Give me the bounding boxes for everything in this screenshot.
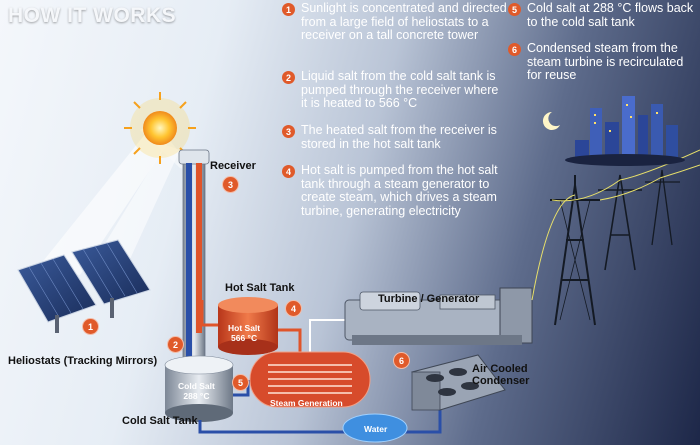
water-label: Water (364, 424, 388, 434)
step-number: 1 (282, 3, 295, 16)
heliostats-label: Heliostats (Tracking Mirrors) (8, 355, 158, 367)
step-text: Liquid salt from the cold salt tank is p… (301, 69, 499, 110)
step-number: 3 (282, 125, 295, 138)
step-3: 3 The heated salt from the receiver is s… (282, 123, 507, 151)
steam-generation-label: Steam Generation (270, 398, 343, 408)
step-2: 2 Liquid salt from the cold salt tank is… (282, 69, 507, 111)
cold-salt-tank-shape (164, 355, 234, 422)
badge-4: 4 (285, 300, 302, 317)
step-number: 4 (282, 165, 295, 178)
pipes (198, 300, 442, 434)
step-1: 1 Sunlight is concentrated and directed … (282, 1, 507, 43)
step-text: Sunlight is concentrated and directed fr… (301, 1, 507, 42)
step-6: 6 Condensed steam from the steam turbine… (508, 41, 698, 83)
city-skyline (565, 96, 685, 166)
cold-salt-tank-label: Cold Salt Tank (122, 415, 198, 427)
hot-salt-tank-shape (218, 297, 278, 355)
step-text: Hot salt is pumped from the hot salt tan… (301, 163, 498, 218)
step-text: Cold salt at 288 °C flows back to the co… (527, 1, 694, 29)
badge-5: 5 (232, 374, 249, 391)
badge-3: 3 (222, 176, 239, 193)
water-tank-shape (342, 413, 408, 443)
step-4: 4 Hot salt is pumped from the hot salt t… (282, 163, 507, 218)
step-number: 2 (282, 71, 295, 84)
step-text: Condensed steam from the steam turbine i… (527, 41, 684, 82)
cold-salt-inner-label: Cold Salt 288 °C (178, 381, 215, 401)
badge-2: 2 (167, 336, 184, 353)
steam-generator-shape (249, 351, 371, 408)
receiver-tower (178, 149, 210, 406)
receiver-label: Receiver (210, 160, 256, 172)
turbine-generator-label: Turbine / Generator (378, 293, 480, 305)
step-text: The heated salt from the receiver is sto… (301, 123, 497, 151)
step-number: 5 (508, 3, 521, 16)
air-cooled-condenser-label: Air Cooled Condenser (472, 363, 530, 387)
hot-salt-inner-label: Hot Salt 566 °C (228, 323, 261, 343)
heliostats (17, 239, 151, 333)
hot-salt-tank-label: Hot Salt Tank (225, 282, 295, 294)
step-number: 6 (508, 43, 521, 56)
moon-icon (542, 111, 560, 130)
page-title: HOW IT WORKS (8, 4, 177, 27)
sun-icon (124, 92, 196, 164)
badge-6: 6 (393, 352, 410, 369)
step-5: 5 Cold salt at 288 °C flows back to the … (508, 1, 698, 29)
badge-1: 1 (82, 318, 99, 335)
transmission-towers (550, 169, 680, 326)
power-lines (531, 149, 700, 301)
condenser-shape (411, 354, 506, 411)
turbine-generator-shape (344, 287, 533, 345)
